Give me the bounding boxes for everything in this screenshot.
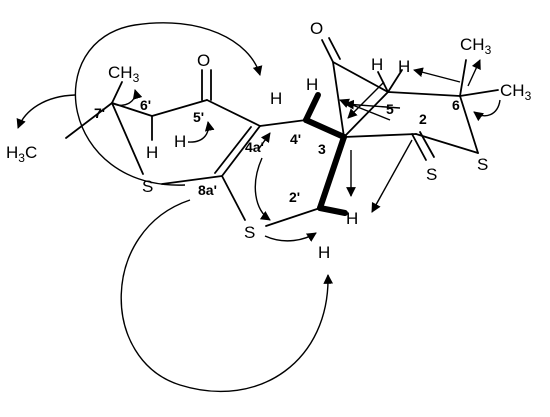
- bond-c2-s-ring: [415, 133, 479, 154]
- atom-h-4prime: H: [270, 89, 282, 108]
- arrow-c6-to-ch3top: [467, 59, 481, 87]
- label-3: 3: [318, 141, 326, 157]
- atom-s-ring-right: S: [477, 155, 488, 174]
- bond-c2-s-thione-a: [411, 133, 427, 161]
- arrow-h5-to-c3-b: [344, 99, 401, 110]
- atom-h-2prime-b: H: [318, 243, 330, 262]
- bond-c7p-h3c: [65, 102, 113, 139]
- arrow-ch3-right-curl: [473, 99, 501, 122]
- arrow-ch3-curl: [111, 89, 143, 107]
- label-2: 2: [419, 111, 427, 127]
- bond-c4p-h-bold: [303, 92, 321, 123]
- bond-c2p-h-bold: [317, 205, 348, 216]
- bond-c5p-c4ap: [206, 99, 261, 127]
- bond-s1-c7p: [111, 102, 144, 175]
- atom-h-5prime: H: [174, 132, 186, 151]
- bond-c6p-c5p: [151, 99, 208, 117]
- label-6p: 6': [140, 97, 151, 113]
- bond-c8ap-s1: [161, 175, 223, 185]
- label-8ap: 8a': [198, 182, 217, 198]
- arrow-2p-to-s: [264, 232, 317, 242]
- atom-h-5b: H: [398, 57, 410, 76]
- position-numbering: 7' 6' 5' 4a' 8a' 4' 2' 3 2 5 6: [94, 97, 460, 205]
- bond-c2-s-thione-b: [419, 131, 435, 158]
- bond-c3-c2: [343, 133, 417, 138]
- bond-c8ap-s2: [221, 175, 246, 221]
- label-7p: 7': [94, 105, 105, 121]
- label-6: 6: [452, 97, 460, 113]
- bond-c5-c3: [343, 91, 389, 138]
- arrow-h5-to-c3-c: [339, 98, 391, 121]
- arrow-ch3-to-h5: [413, 67, 461, 83]
- atom-ch3-left: CH3: [108, 63, 140, 85]
- atom-o-left: O: [197, 51, 210, 70]
- bond-c4ap-c8ap-a: [221, 125, 261, 177]
- bond-s2-c2p: [265, 207, 321, 227]
- arrow-ch3-left: [16, 94, 76, 129]
- bond-c3-co: [332, 61, 345, 138]
- bond-c7p-ch3: [111, 81, 123, 104]
- atom-labels: O O S S S S H H H H H H H H CH3 H3C CH3 …: [6, 19, 532, 262]
- bond-c5-h-a: [377, 71, 389, 93]
- arrow-4a-curl: [254, 157, 271, 221]
- arrow-4a-up: [257, 132, 271, 151]
- label-4ap: 4a': [245, 139, 264, 155]
- bond-c3-c4p-bold: [303, 117, 347, 140]
- atom-h-5a: H: [371, 55, 383, 74]
- atom-h-6prime: H: [146, 143, 158, 162]
- atom-ch3-right-top: CH3: [460, 35, 492, 57]
- label-5p: 5': [193, 109, 204, 125]
- atom-h-c3-up: H: [306, 75, 318, 94]
- arrow-h-c5p: [187, 121, 215, 143]
- atom-s-ring-bottom: S: [244, 223, 255, 242]
- atom-s-thione: S: [426, 165, 437, 184]
- label-5: 5: [386, 101, 394, 117]
- label-2p: 2': [289, 189, 300, 205]
- bond-co-o-a: [321, 39, 334, 63]
- bond-c5-h-b: [387, 69, 403, 93]
- bond-c6-ch3-right: [459, 89, 499, 97]
- arrow-big-left-loop: [74, 22, 263, 186]
- atom-o-right: O: [310, 19, 323, 38]
- arrow-bottom-loop: [120, 199, 334, 393]
- bond-c6-ch3-top: [459, 59, 467, 97]
- label-4p: 4': [290, 131, 301, 147]
- correlation-arrows: [16, 22, 501, 393]
- atom-ch3-right: CH3: [500, 81, 532, 103]
- arrow-h5-to-c3-a: [347, 81, 385, 119]
- bond-co-o-b: [328, 37, 341, 60]
- bond-c4p-c4ap: [259, 119, 307, 127]
- bond-skeleton: [65, 37, 499, 227]
- atom-h3c: H3C: [6, 143, 37, 165]
- atom-s-ring-left: S: [142, 177, 153, 196]
- atom-h-2prime-a: H: [346, 209, 358, 228]
- bond-s-c6: [459, 95, 479, 154]
- bond-c6-c5: [387, 91, 461, 97]
- bond-c4ap-c8ap-b: [214, 126, 252, 174]
- bond-c2p-c3-bold: [317, 134, 347, 211]
- arrow-c2-to-h2p: [371, 139, 413, 213]
